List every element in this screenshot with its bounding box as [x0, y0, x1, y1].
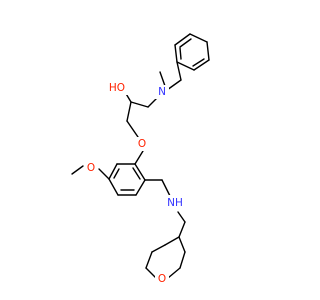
atom-label-o: O [138, 138, 146, 150]
bond [108, 163, 118, 180]
bond [145, 251, 153, 269]
bond [161, 179, 171, 197]
methoxy-oxygen-atom: O [84, 161, 98, 175]
bond [113, 168, 120, 179]
bond [134, 163, 146, 181]
atom-label-ho: HO [109, 82, 125, 94]
bond [178, 221, 186, 238]
molecule-structure: N HO O O NH O [71, 33, 210, 286]
ether-oxygen-atom: O [136, 137, 149, 151]
atom-label-nh: NH [167, 197, 183, 209]
bond [176, 61, 195, 71]
atom-label-group: N HO O O NH O [84, 81, 186, 286]
bond [167, 267, 181, 279]
bond [176, 61, 182, 81]
bond [108, 178, 119, 196]
nitrogen-atom: N [155, 85, 169, 99]
bond [145, 267, 157, 279]
amine-nh-atom: NH [164, 195, 186, 209]
bond [189, 33, 208, 43]
bond [126, 101, 132, 122]
bond [192, 58, 205, 67]
bond [174, 44, 178, 63]
bond [164, 236, 180, 246]
ring-oxygen-atom: O [155, 272, 169, 286]
bond [98, 168, 110, 180]
bond [174, 33, 191, 46]
bond [179, 47, 182, 60]
bond [151, 244, 166, 253]
bond [206, 41, 210, 61]
atom-label-o: O [87, 162, 95, 174]
bond [71, 165, 84, 175]
bond [166, 79, 182, 91]
bond [179, 251, 186, 269]
bond [178, 236, 186, 253]
bond [134, 150, 144, 165]
bond [179, 38, 192, 48]
atom-label-n: N [158, 86, 166, 98]
atom-label-o: O [158, 273, 166, 285]
bond [130, 101, 149, 108]
bond [132, 167, 141, 180]
bond [159, 71, 166, 87]
bond-group [71, 33, 210, 279]
bond [126, 120, 139, 138]
bond [177, 211, 186, 223]
bond [135, 179, 146, 196]
hydroxyl-atom: HO [106, 81, 128, 95]
bond [193, 59, 210, 71]
